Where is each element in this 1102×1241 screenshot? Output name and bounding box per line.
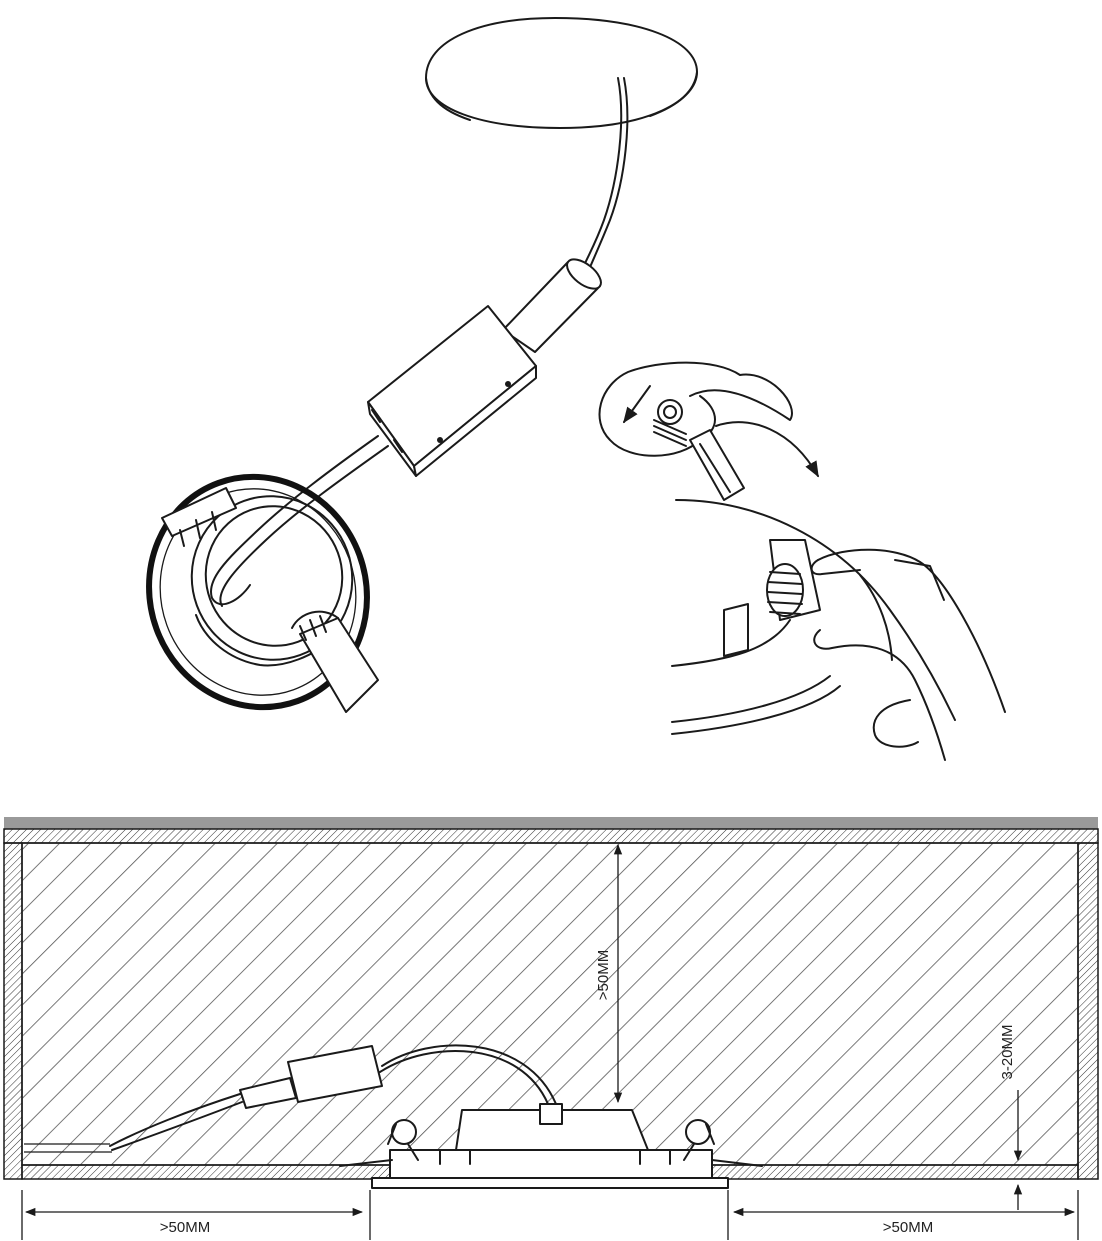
cable-connector [502, 258, 602, 353]
driver-cable [209, 435, 379, 605]
downlight-fixture [339, 1103, 763, 1189]
right-clearance-label: >50MM [883, 1219, 933, 1236]
driver-in-cavity [24, 1044, 557, 1153]
led-fixture-exploded-view [146, 17, 698, 713]
left-clearance-label: >50MM [160, 1219, 210, 1236]
ceiling-thickness-dimension: 3-20MM [999, 1024, 1023, 1210]
depth-label: >50MM [595, 950, 612, 1000]
spring-clip-coil [766, 563, 804, 617]
installation-cross-section: >50MM 3-20MM >50MM >50MM [3, 817, 1099, 1240]
curved-arrow-icon [715, 421, 819, 478]
recessed-downlight-housing [146, 473, 379, 713]
ceiling-thickness-label: 3-20MM [999, 1024, 1016, 1079]
hand-illustration [810, 548, 1006, 761]
ceiling-top-band [4, 817, 1098, 829]
depth-dimension: >50MM [595, 843, 623, 1104]
spring-coil-detail [653, 399, 687, 447]
led-driver-box [367, 305, 537, 477]
disc-cable [587, 77, 629, 273]
down-arrow-icon [623, 385, 651, 424]
right-clearance-dimension: >50MM [727, 1190, 1079, 1240]
left-clearance-dimension: >50MM [21, 1190, 371, 1240]
light-disc [425, 17, 698, 129]
spring-clip-detail [598, 361, 1006, 761]
